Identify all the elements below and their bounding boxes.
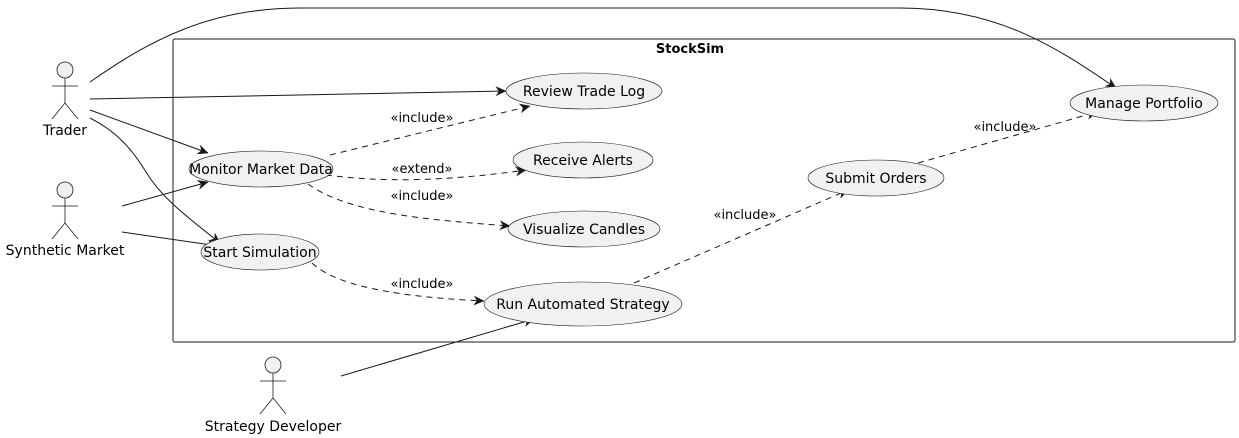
orders-include-portfolio-link — [917, 110, 1098, 164]
system-boundary-box — [172, 38, 1236, 343]
use-case-manage-portfolio[interactable]: Manage Portfolio — [1069, 84, 1219, 122]
use-case-label: Start Simulation — [203, 245, 316, 261]
actor-trader[interactable]: Trader — [42, 61, 87, 139]
stick-figure-icon — [51, 61, 79, 120]
include-label: «include» — [973, 120, 1036, 135]
actor-strategy-developer[interactable]: Strategy Developer — [205, 356, 342, 435]
use-case-receive-alerts[interactable]: Receive Alerts — [512, 141, 654, 179]
stick-figure-icon — [51, 181, 79, 240]
stick-figure-icon — [259, 356, 287, 415]
trader-manage-portfolio-link — [89, 7, 1117, 89]
strategy-include-orders-link — [633, 189, 849, 284]
include-label: «include» — [390, 189, 453, 204]
include-label: «include» — [390, 111, 453, 126]
actor-label: Trader — [42, 123, 87, 139]
developer-run-strategy-link — [340, 317, 535, 377]
dependencies — [307, 103, 1098, 306]
market-start-simulation-link — [121, 231, 219, 250]
actor-label: Synthetic Market — [6, 243, 125, 259]
use-case-monitor-market-data[interactable]: Monitor Market Data — [188, 150, 334, 188]
monitor-extend-alerts-link — [325, 166, 527, 181]
monitor-include-candles-link — [307, 183, 511, 231]
use-case-label: Visualize Candles — [523, 222, 645, 238]
use-case-label: Receive Alerts — [533, 153, 633, 169]
use-case-label: Manage Portfolio — [1085, 96, 1203, 112]
include-label: «include» — [713, 208, 776, 223]
use-case-label: Run Automated Strategy — [496, 297, 669, 313]
trader-monitor-market-data-link — [89, 109, 209, 155]
market-monitor-market-data-link — [121, 180, 209, 207]
use-case-label: Monitor Market Data — [189, 162, 333, 178]
use-case-start-simulation[interactable]: Start Simulation — [200, 233, 320, 271]
use-case-review-trade-log[interactable]: Review Trade Log — [505, 72, 663, 110]
use-case-run-automated-strategy[interactable]: Run Automated Strategy — [483, 281, 683, 327]
system-title: StockSim — [656, 42, 724, 57]
stereotype-labels: «include» «extend» «include» «include» «… — [390, 111, 1036, 292]
use-case-submit-orders[interactable]: Submit Orders — [807, 159, 945, 197]
actor-label: Strategy Developer — [205, 419, 342, 435]
extend-label: «extend» — [392, 162, 453, 177]
use-case-visualize-candles[interactable]: Visualize Candles — [507, 210, 661, 248]
use-case-label: Review Trade Log — [523, 84, 645, 100]
monitor-include-review-link — [329, 103, 531, 156]
trader-start-simulation-link — [89, 117, 221, 244]
start-include-strategy-link — [311, 262, 485, 306]
system-boundary: StockSim — [172, 38, 1236, 343]
use-case-label: Submit Orders — [825, 171, 926, 187]
associations — [89, 7, 1117, 377]
actor-synthetic-market[interactable]: Synthetic Market — [6, 181, 125, 259]
include-label: «include» — [390, 277, 453, 292]
trader-review-trade-log-link — [89, 86, 507, 100]
